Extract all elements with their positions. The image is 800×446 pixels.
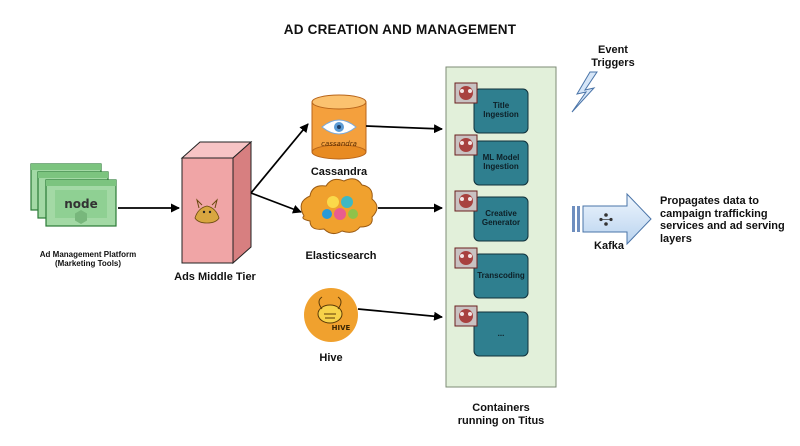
lightning-icon — [572, 72, 597, 112]
cassandra-logo-text: cassandra — [321, 140, 357, 148]
cassandra-label: Cassandra — [289, 166, 389, 179]
event-triggers-label: Event Triggers — [578, 44, 648, 69]
elasticsearch-cloud — [301, 179, 377, 234]
titus-container-icon — [455, 191, 477, 211]
cassandra-cylinder: cassandra — [312, 95, 366, 159]
titus-container-icon — [455, 83, 477, 103]
elasticsearch-label: Elasticsearch — [281, 250, 401, 263]
arrow-middle-to-elasticsearch — [251, 193, 301, 212]
kafka-arrow — [572, 194, 651, 244]
kafka-label: Kafka — [584, 240, 634, 253]
container-box-label: Title Ingestion — [474, 101, 528, 119]
arrow-cassandra-to-titus — [366, 126, 442, 129]
container-box-label: ... — [474, 329, 528, 338]
hive-label: Hive — [300, 352, 362, 365]
containers-label: Containers running on Titus — [441, 402, 561, 427]
flow-arrows — [118, 124, 442, 317]
middle-tier-label: Ads Middle Tier — [150, 271, 280, 284]
middle-tier-cube — [182, 142, 251, 263]
hive-logo: HIVE — [304, 288, 358, 342]
titus-container-icon — [455, 306, 477, 326]
ad-platform-label: Ad Management Platform (Marketing Tools) — [14, 250, 162, 268]
container-box-label: Creative Generator — [474, 209, 528, 227]
container-box-label: Transcoding — [474, 271, 528, 280]
output-label: Propagates data to campaign trafficking … — [660, 195, 800, 246]
container-box-label: ML Model Ingestion — [474, 153, 528, 171]
ad-platform-label-text: Ad Management Platform (Marketing Tools) — [40, 250, 136, 268]
arrow-hive-to-titus — [358, 309, 442, 317]
diagram-title: AD CREATION AND MANAGEMENT — [0, 22, 800, 38]
arrow-middle-to-cassandra — [251, 124, 308, 193]
titus-container-icon — [455, 135, 477, 155]
nodejs-icon: node — [31, 164, 116, 226]
hive-logo-text: HIVE — [332, 324, 351, 332]
titus-container-icon — [455, 248, 477, 268]
nodejs-logo-text: node — [64, 197, 98, 211]
